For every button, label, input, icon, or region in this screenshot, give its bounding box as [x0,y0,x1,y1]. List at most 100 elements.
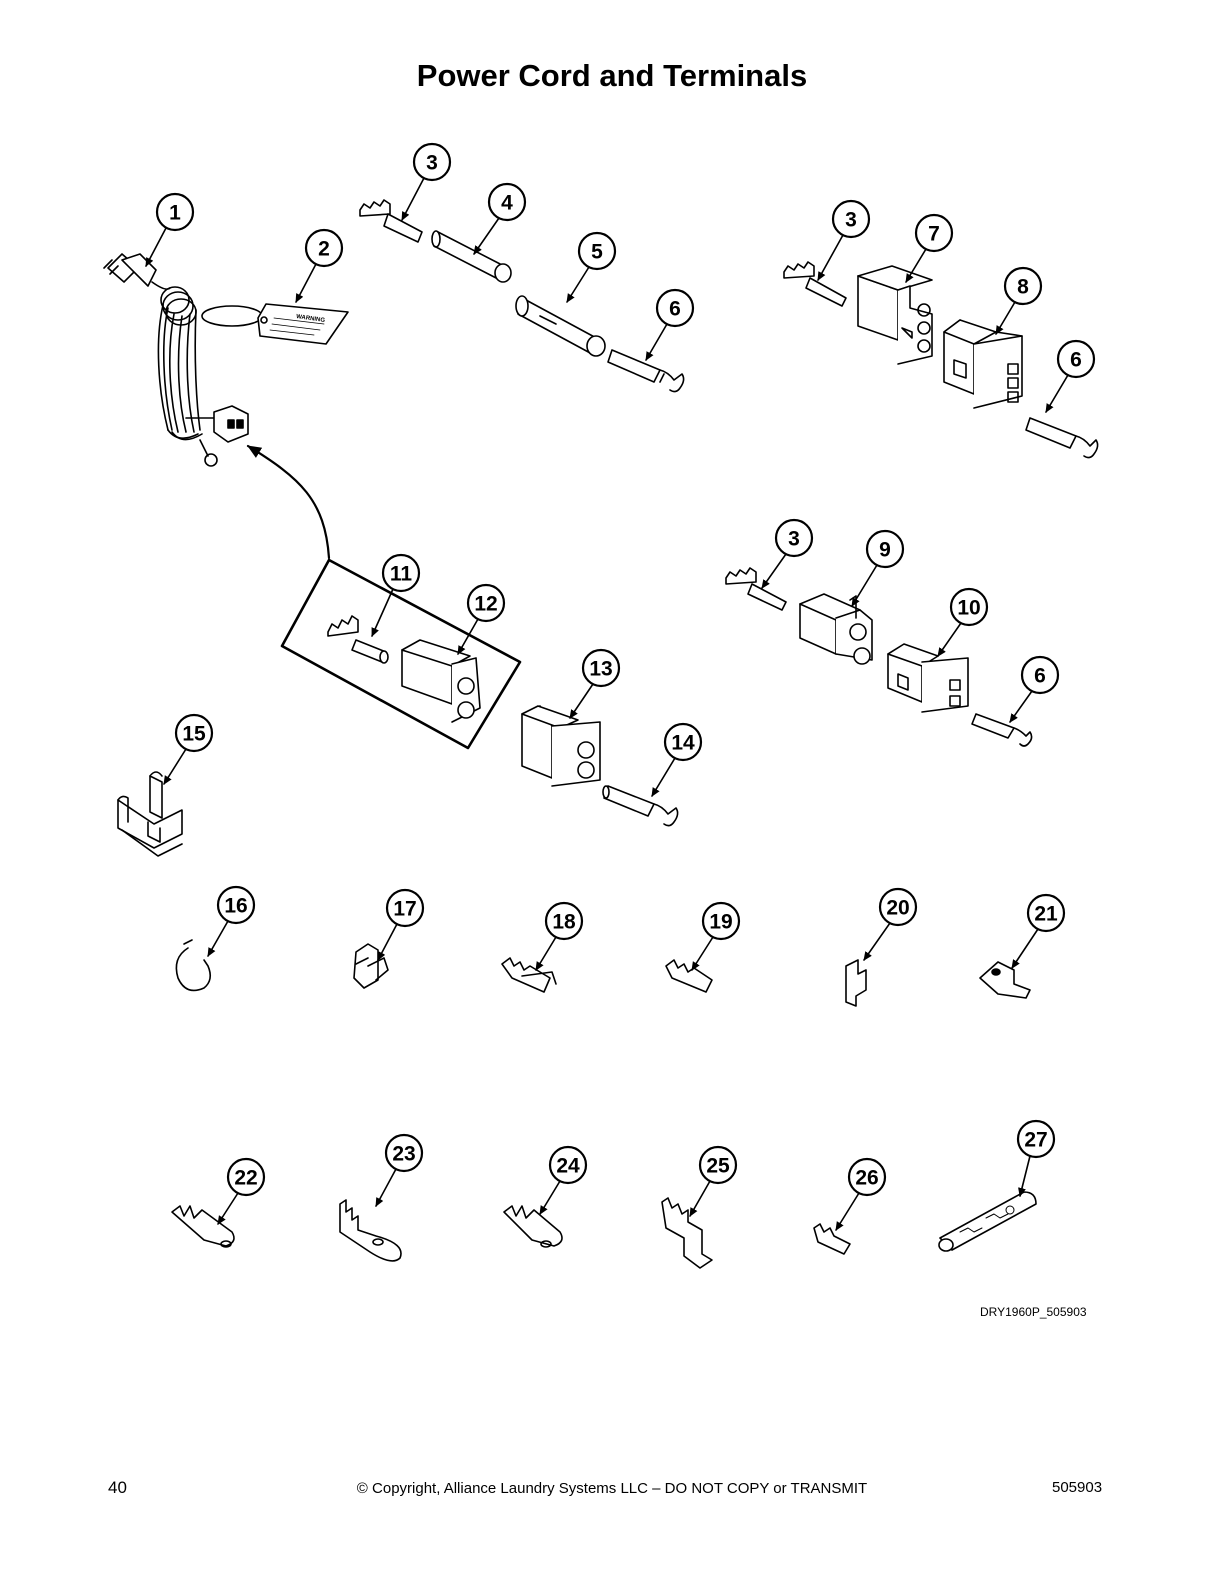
inset-box [280,558,522,750]
terminal-part-right-middle [725,567,787,611]
callout-label: 25 [706,1155,730,1178]
callout-label: 6 [669,298,681,321]
callout-6-right-upper [1056,339,1096,379]
callout-label: 3 [788,528,800,551]
3-pin-housing-part [857,265,933,365]
spade-terminal-part-19 [665,959,713,993]
callout-label: 6 [1034,665,1046,688]
callout-label: 23 [392,1143,415,1166]
copyright-notice: © Copyright, Alliance Laundry Systems LL… [356,1480,868,1497]
callout-21 [1026,893,1066,933]
spring-clip-part [845,959,867,1007]
callout-label: 18 [552,911,576,934]
drawing-id: DRY1960P_505903 [980,1305,1087,1319]
clip-ring-part [175,939,212,992]
insulating-tube-part [431,230,512,283]
heat-shrink-sleeve-part [938,1191,1037,1252]
callout-6-right-middle [1020,655,1060,695]
callout-12 [466,583,506,623]
callout-6-top [655,288,695,328]
2-pin-receptacle-part [887,643,969,713]
2-pin-connector-part [521,705,601,787]
callout-3-top [412,142,452,182]
hood-terminal-part [979,961,1031,999]
inset-terminal-part [327,615,389,664]
strain-relief-bracket-part [117,771,183,857]
inset-housing-part [401,639,481,723]
female-terminal-part-middle [971,713,1033,747]
callout-11 [381,553,421,593]
callout-label: 6 [1070,349,1082,372]
callout-label: 5 [591,241,603,264]
callout-label: 21 [1034,903,1058,926]
callout-label: 12 [474,593,497,616]
callout-3-right-middle [774,518,814,558]
callout-5 [577,231,617,271]
power-cord-part [103,253,249,467]
small-terminal-part [813,1223,851,1255]
ring-terminal-part-24 [503,1205,563,1248]
tag-warning-text: WARNING [296,314,326,324]
callout-label: 4 [501,192,513,215]
callout-label: 19 [709,911,732,934]
callout-19 [701,901,741,941]
callout-label: 8 [1017,276,1029,299]
ring-terminal-part-22 [171,1205,235,1248]
callout-15 [174,713,214,753]
female-terminal-part [607,349,685,393]
callout-label: 13 [589,658,612,681]
callout-label: 24 [556,1155,580,1178]
callout-22 [226,1157,266,1197]
callout-label: 1 [169,202,181,225]
callout-label: 26 [855,1167,878,1190]
callout-17 [385,888,425,928]
callout-4 [487,182,527,222]
callout-label: 11 [390,563,413,586]
2-pin-housing-part [799,593,873,665]
callout-label: 22 [234,1167,257,1190]
callout-14 [663,722,703,762]
page-title: Power Cord and Terminals [416,58,808,93]
callout-label: 2 [318,238,330,261]
callout-1 [155,192,195,232]
callout-label: 9 [879,539,891,562]
callout-23 [384,1133,424,1173]
wire-clip-part [353,943,389,989]
female-terminal-part-right [1025,417,1099,459]
callout-20 [878,887,918,927]
terminal-part [359,199,423,243]
callout-8 [1003,266,1043,306]
flag-terminal-part [661,1197,713,1269]
page-number: 40 [108,1478,127,1497]
document-number: 505903 [1052,1479,1103,1496]
callout-3-right-upper [831,199,871,239]
callout-label: 27 [1024,1129,1047,1152]
callout-label: 15 [182,723,206,746]
callout-18 [544,901,584,941]
callout-label: 20 [886,897,909,920]
inset-pointer-arrow [246,444,331,560]
callout-label: 14 [671,732,695,755]
callout-9 [865,529,905,569]
callout-26 [847,1157,887,1197]
terminal-part-right-upper [783,261,847,307]
callout-2 [304,228,344,268]
callout-27 [1016,1119,1056,1159]
ring-terminal-part-23 [339,1199,402,1262]
callout-25 [698,1145,738,1185]
callout-10 [949,587,989,627]
callout-13 [581,648,621,688]
callout-label: 3 [426,152,438,175]
spade-terminal-part-18 [501,957,557,993]
3-pin-receptacle-part [943,319,1023,409]
callout-24 [548,1145,588,1185]
sleeve-part [515,295,606,357]
callout-7 [914,213,954,253]
callout-label: 10 [957,597,980,620]
callout-label: 3 [845,209,857,232]
callout-label: 16 [224,895,247,918]
callout-label: 17 [393,898,416,921]
pin-terminal-part [602,785,679,827]
callout-16 [216,885,256,925]
